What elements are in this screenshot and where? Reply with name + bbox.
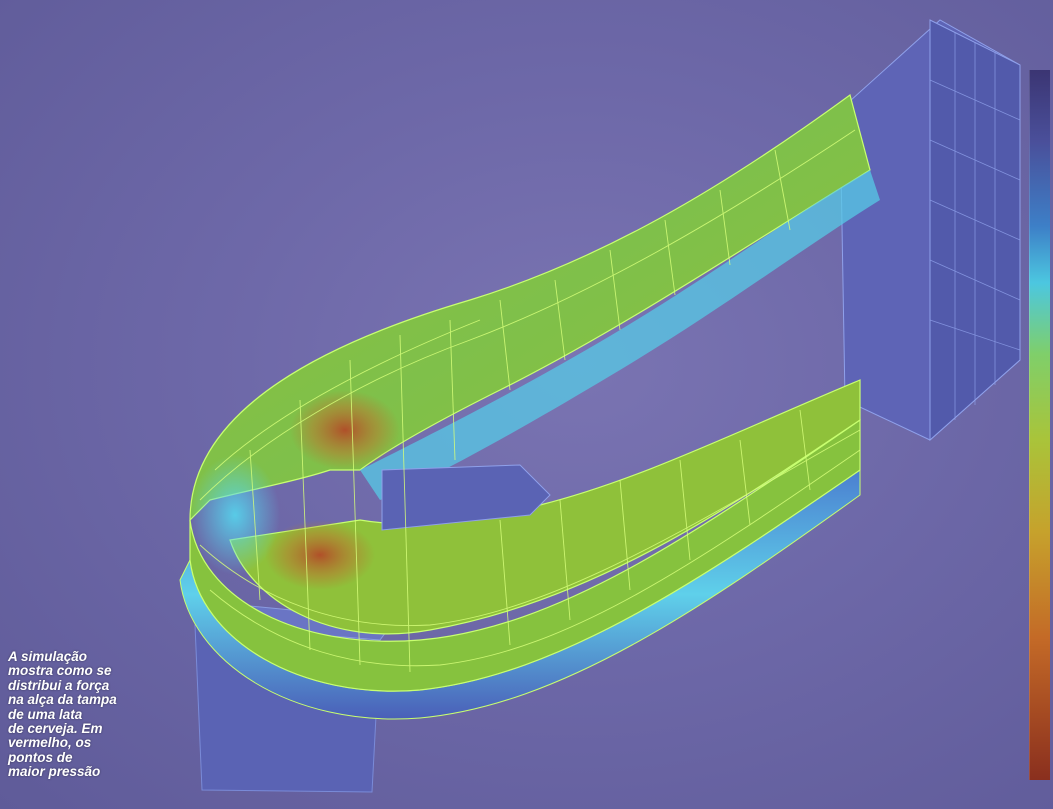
caption-line: maior pressão bbox=[8, 764, 101, 780]
caption-line: na alça da tampa bbox=[8, 692, 117, 708]
caption-line: pontos de bbox=[8, 749, 73, 765]
stress-color-scale bbox=[1029, 70, 1050, 780]
caption: A simulação mostra como se distribui a f… bbox=[8, 649, 198, 780]
caption-line: de cerveja. Em bbox=[8, 721, 103, 737]
right-support-block bbox=[839, 19, 1021, 442]
caption-line: de uma lata bbox=[8, 706, 83, 722]
caption-line: vermelho, os bbox=[8, 735, 92, 751]
caption-line: mostra como se bbox=[8, 663, 112, 679]
caption-line: A simulação bbox=[8, 649, 88, 664]
ring-tab-body bbox=[179, 93, 880, 720]
caption-line: distribui a força bbox=[8, 677, 110, 693]
